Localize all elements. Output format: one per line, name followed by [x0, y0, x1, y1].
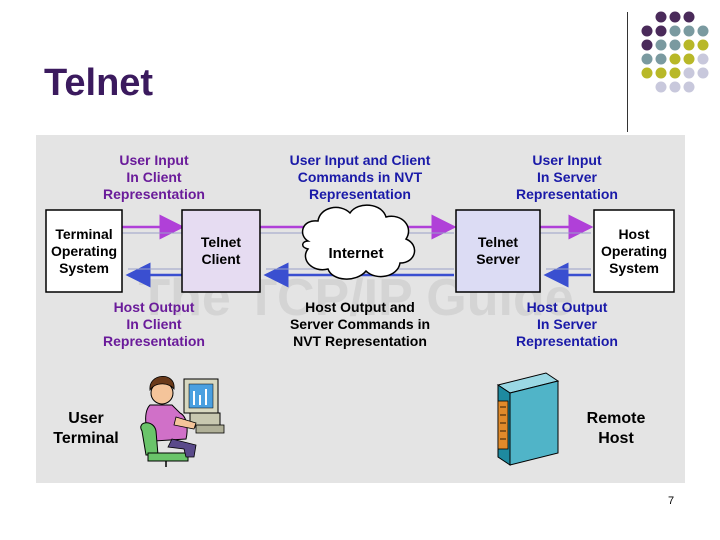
server-input-label: User Input In Server Representation	[516, 152, 618, 202]
svg-text:Telnet: Telnet	[478, 234, 519, 250]
decorative-dot	[669, 53, 681, 65]
decorative-dot	[669, 67, 681, 79]
decorative-dot	[641, 53, 653, 65]
decorative-dot	[683, 53, 695, 65]
decorative-dot	[641, 67, 653, 79]
decorative-dot	[683, 11, 695, 23]
svg-text:Representation: Representation	[309, 186, 411, 202]
decorative-dot	[655, 11, 667, 23]
svg-text:Server Commands in: Server Commands in	[290, 316, 430, 332]
telnet-client-box: Telnet Client	[181, 209, 261, 293]
remote-host-label: Remote Host	[587, 410, 646, 447]
server-output-label: Host Output In Server Representation	[516, 299, 618, 349]
svg-text:User Input: User Input	[119, 152, 189, 168]
server-rack-icon	[496, 372, 560, 466]
decorative-dot	[697, 53, 709, 65]
svg-text:In Server: In Server	[537, 316, 597, 332]
telnet-diagram: The TCP/IP Guide User Input In Client Re…	[36, 135, 685, 483]
svg-text:Internet: Internet	[328, 245, 383, 262]
decorative-dot	[669, 25, 681, 37]
decorative-dot	[697, 25, 709, 37]
decorative-dot-grid	[641, 11, 709, 93]
decorative-dot	[669, 39, 681, 51]
svg-text:Representation: Representation	[516, 333, 618, 349]
terminal-os-box: Terminal Operating System	[45, 209, 123, 293]
decorative-dot	[697, 67, 709, 79]
svg-text:Operating: Operating	[51, 243, 117, 259]
svg-text:System: System	[609, 260, 659, 276]
decorative-dot	[655, 81, 667, 93]
svg-text:Commands in NVT: Commands in NVT	[298, 169, 423, 185]
decorative-dot	[641, 39, 653, 51]
internet-cloud-icon: Internet	[301, 204, 416, 280]
decorative-dot	[655, 39, 667, 51]
svg-text:Representation: Representation	[103, 333, 205, 349]
svg-text:User Input and Client: User Input and Client	[290, 152, 431, 168]
decorative-dot	[683, 81, 695, 93]
page-title: Telnet	[44, 62, 154, 104]
decorative-dot	[683, 67, 695, 79]
user-terminal-label: User Terminal	[53, 410, 119, 447]
page-number: 7	[668, 495, 675, 507]
svg-text:Client: Client	[202, 251, 241, 267]
svg-text:In Client: In Client	[126, 316, 182, 332]
client-input-label: User Input In Client Representation	[103, 152, 205, 202]
decorative-dot	[683, 39, 695, 51]
svg-text:Server: Server	[476, 251, 520, 267]
svg-text:Terminal: Terminal	[55, 226, 112, 242]
svg-text:User Input: User Input	[532, 152, 602, 168]
svg-text:Host: Host	[618, 226, 649, 242]
svg-text:Host: Host	[598, 430, 634, 447]
decorative-dot	[697, 39, 709, 51]
decorative-dot	[655, 53, 667, 65]
svg-text:Host Output: Host Output	[114, 299, 195, 315]
svg-text:Host Output and: Host Output and	[305, 299, 415, 315]
decorative-dot	[669, 11, 681, 23]
svg-text:System: System	[59, 260, 109, 276]
svg-text:Representation: Representation	[516, 186, 618, 202]
svg-text:User: User	[68, 410, 104, 427]
decorative-dot	[641, 25, 653, 37]
svg-text:Host Output: Host Output	[527, 299, 608, 315]
decorative-dot	[655, 67, 667, 79]
decorative-dot	[683, 25, 695, 37]
svg-text:In Client: In Client	[126, 169, 182, 185]
user-at-computer-icon	[140, 375, 225, 467]
svg-text:Operating: Operating	[601, 243, 667, 259]
nvt-input-label: User Input and Client Commands in NVT Re…	[290, 152, 431, 202]
host-os-box: Host Operating System	[593, 209, 675, 293]
decorative-dot	[669, 81, 681, 93]
nvt-output-label: Host Output and Server Commands in NVT R…	[290, 299, 430, 349]
title-divider-line	[627, 12, 628, 132]
telnet-server-box: Telnet Server	[455, 209, 541, 293]
svg-text:Remote: Remote	[587, 410, 646, 427]
svg-text:Terminal: Terminal	[53, 430, 119, 447]
svg-text:In Server: In Server	[537, 169, 597, 185]
svg-text:Representation: Representation	[103, 186, 205, 202]
decorative-dot	[655, 25, 667, 37]
svg-text:NVT Representation: NVT Representation	[293, 333, 427, 349]
client-output-label: Host Output In Client Representation	[103, 299, 205, 349]
svg-text:Telnet: Telnet	[201, 234, 242, 250]
